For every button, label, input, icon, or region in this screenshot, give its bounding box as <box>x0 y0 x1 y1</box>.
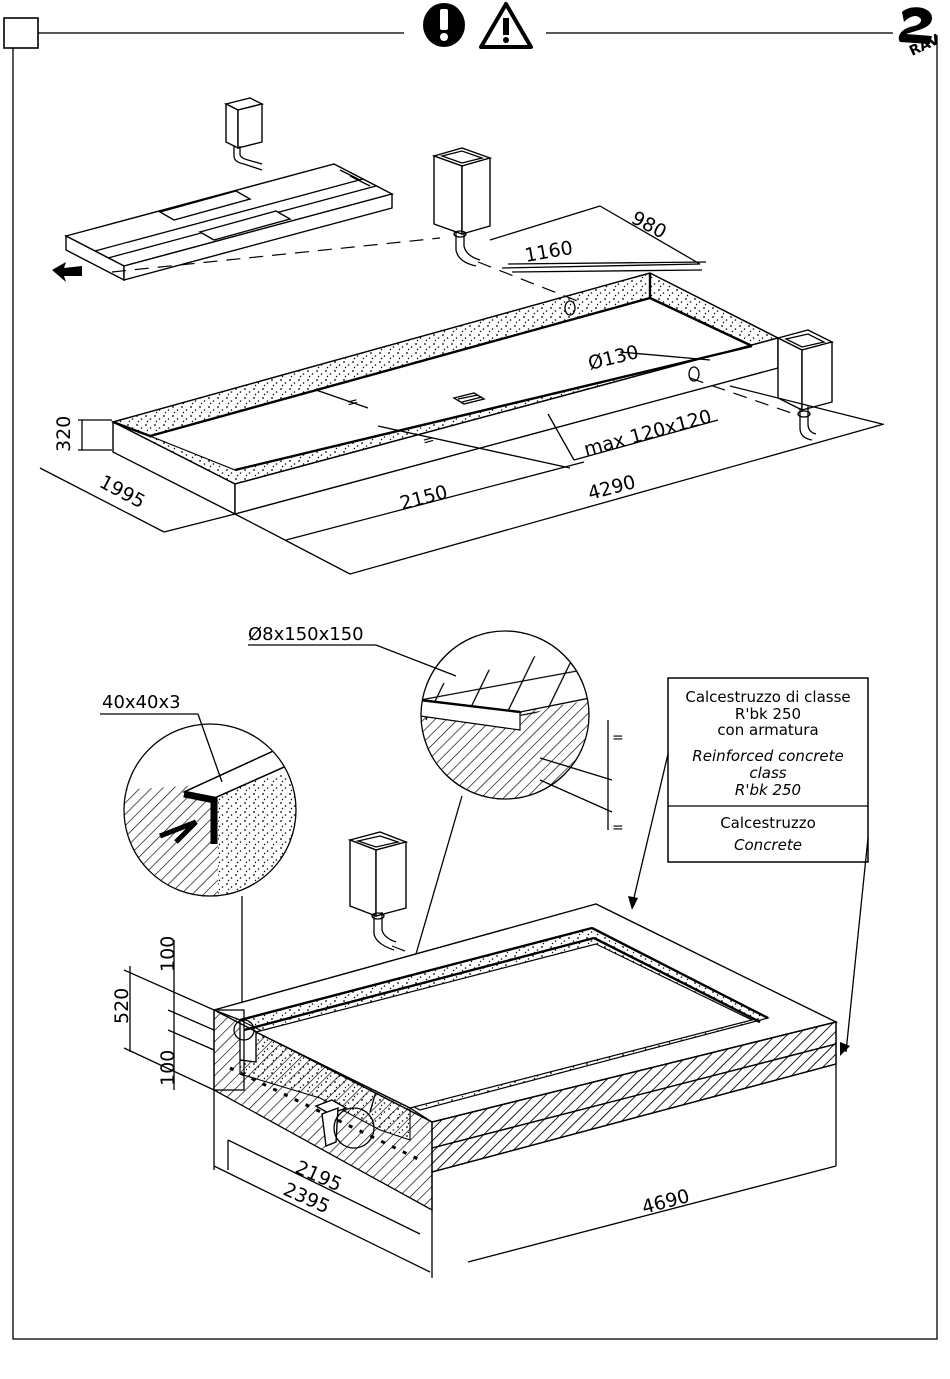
control-box <box>434 148 490 266</box>
dim-1160: 1160 <box>523 237 574 267</box>
mesh-detail <box>420 630 595 805</box>
arrow-icon <box>52 262 82 282</box>
exclamation-icon <box>423 3 465 47</box>
label-angle-profile: 40x40x3 <box>102 692 181 713</box>
legend-line-7: Calcestruzzo <box>720 814 816 832</box>
equal-mark-3: = <box>612 730 624 746</box>
dim-2150: 2150 <box>398 481 450 515</box>
warning-triangle-icon <box>481 4 531 47</box>
legend-line-8: Concrete <box>734 836 802 854</box>
pit-section <box>214 904 836 1278</box>
legend-line-1: Calcestruzzo di classe <box>685 688 850 706</box>
dim-4690: 4690 <box>640 1185 692 1219</box>
bottom-drawing: 40x40x3 Ø8x150x150 = = Calcestr <box>100 624 868 1278</box>
control-box-right <box>778 330 832 440</box>
lift-ramps <box>66 164 392 280</box>
legend-line-4: Reinforced concrete <box>692 747 843 765</box>
dim-320: 320 <box>53 416 75 452</box>
legend-line-3: con armatura <box>717 721 818 739</box>
pit-slab <box>113 273 778 514</box>
dim-4290: 4290 <box>586 471 638 505</box>
dim-100-bottom: 100 <box>157 1050 179 1086</box>
dim-980: 980 <box>628 207 670 243</box>
legend-line-5: class <box>749 764 786 782</box>
dim-100-top: 100 <box>157 936 179 972</box>
legend-box: Calcestruzzo di classe R'bk 250 con arma… <box>668 678 868 862</box>
control-box-small <box>226 98 262 170</box>
top-drawing: 980 1160 Ø130 320 1995 2150 4290 max 120… <box>40 98 884 574</box>
dim-520: 520 <box>111 988 133 1024</box>
dim-1995: 1995 <box>96 471 149 513</box>
equal-mark-4: = <box>612 820 624 836</box>
label-mesh: Ø8x150x150 <box>248 624 364 645</box>
control-box-bottom <box>350 832 406 950</box>
legend-line-6: R'bk 250 <box>735 781 801 799</box>
